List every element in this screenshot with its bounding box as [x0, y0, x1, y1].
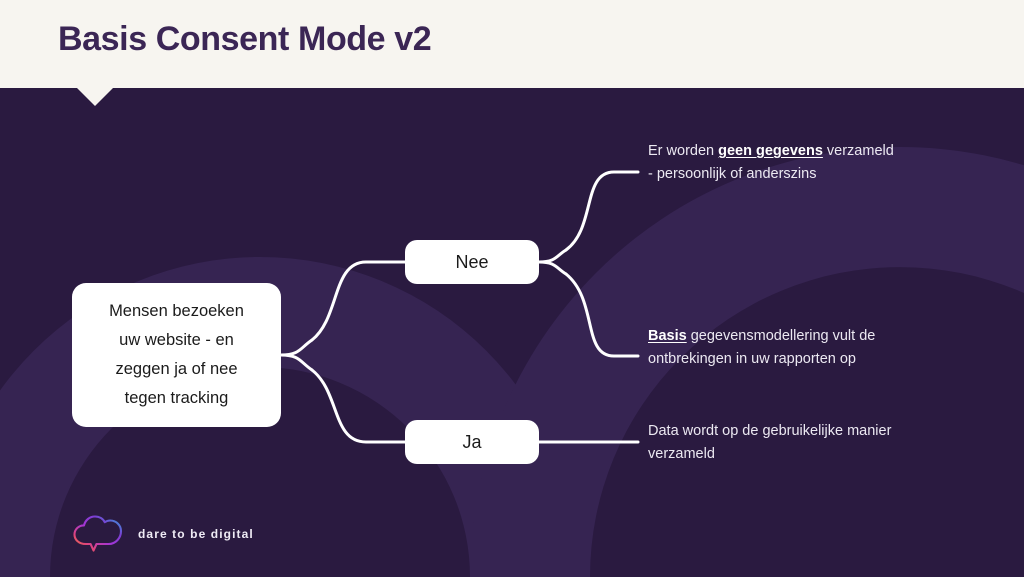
leaf3-text: Data wordt op de gebruikelijke manier ve…: [648, 423, 892, 462]
node-nee-label: Nee: [455, 251, 489, 272]
connector-nee-stem-down: [537, 260, 568, 276]
leaf1-text-before: Er worden: [648, 143, 719, 159]
connector-root-stem-down: [279, 353, 314, 372]
header-bar: Basis Consent Mode v2: [0, 0, 1024, 88]
cloud-speech-bubble-icon: [73, 515, 123, 552]
leaf1-text-after: verzameld - persoonlijk of anderszins: [648, 143, 894, 182]
root-node-line-2: uw website - en: [119, 331, 234, 349]
connector-root-to-ja: [310, 368, 407, 444]
leaf-text-basis-modelling: Basis gegevensmodellering vult de ontbre…: [648, 325, 938, 371]
page-title: Basis Consent Mode v2: [58, 20, 432, 58]
connector-root-stem-up: [279, 338, 314, 357]
mindmap-node-ja[interactable]: Ja: [405, 420, 539, 464]
mindmap-node-nee[interactable]: Nee: [405, 240, 539, 284]
connector-root-to-nee: [310, 260, 407, 342]
leaf-text-usual-collection: Data wordt op de gebruikelijke manier ve…: [648, 420, 908, 466]
root-node-line-3: zeggen ja of nee: [115, 360, 238, 378]
leaf2-text-after: gegevensmodellering vult de ontbrekingen…: [648, 328, 876, 367]
brand-logo: dare to be digital: [72, 512, 254, 556]
connector-nee-to-leaf1: [564, 170, 640, 252]
leaf-text-no-data: Er worden geen gegevens verzameld - pers…: [648, 140, 898, 186]
header-notch: [76, 87, 114, 106]
leaf2-emphasis: Basis: [648, 328, 687, 344]
connector-nee-to-leaf2: [564, 272, 640, 358]
mindmap-node-root[interactable]: Mensen bezoeken uw website - en zeggen j…: [72, 283, 281, 427]
root-node-line-1: Mensen bezoeken: [109, 302, 244, 320]
node-ja-label: Ja: [462, 431, 482, 452]
leaf1-emphasis: geen gegevens: [718, 143, 823, 159]
root-node-line-4: tegen tracking: [124, 389, 229, 407]
connector-nee-stem-up: [537, 248, 568, 264]
brand-logo-text: dare to be digital: [138, 527, 254, 541]
arc-right-lobe: [470, 147, 1024, 577]
